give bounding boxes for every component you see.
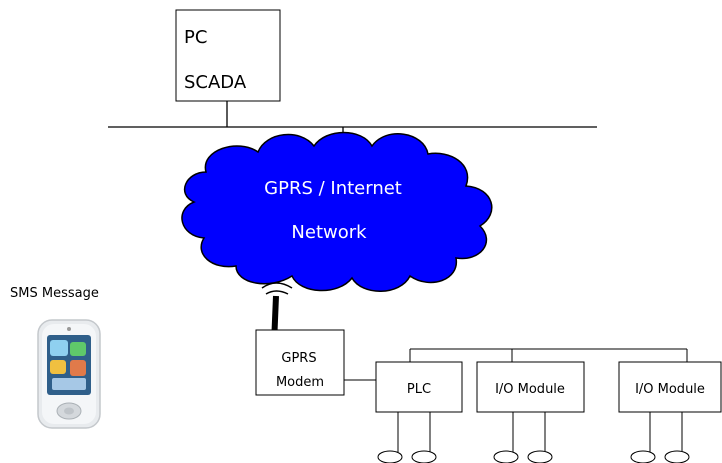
modem-label-line2: Modem <box>276 375 324 390</box>
plc-node: PLC <box>375 361 463 413</box>
plc-label: PLC <box>407 382 431 397</box>
io-module-2-node: I/O Module <box>618 361 722 413</box>
scada-pc-node: PC SCADA <box>175 9 281 102</box>
plc-sensors <box>377 412 437 463</box>
signal-wave-icon <box>261 282 293 289</box>
mobile-phone-icon <box>37 319 101 429</box>
cloud-label-line1: GPRS / Internet <box>264 178 402 199</box>
gprs-modem-node: GPRS Modem <box>255 329 345 396</box>
sensor-icon <box>664 450 690 463</box>
device-bus <box>409 348 688 362</box>
sensor-icon <box>377 450 403 463</box>
scada-pc-label: PC <box>184 27 207 48</box>
io-module-2-label: I/O Module <box>635 382 705 397</box>
sensor-icon <box>527 450 553 463</box>
gprs-internet-cloud: GPRS / Internet Network <box>181 131 493 292</box>
scada-label: SCADA <box>184 72 247 93</box>
io-module-1-sensors <box>493 412 553 463</box>
modem-label-line1: GPRS <box>281 351 316 366</box>
io-module-1-label: I/O Module <box>495 382 565 397</box>
io-module-2-sensors <box>630 412 690 463</box>
sensor-icon <box>630 450 656 463</box>
cloud-label-line2: Network <box>291 222 367 243</box>
sensor-icon <box>493 450 519 463</box>
sensor-icon <box>411 450 437 463</box>
sms-message-label: SMS Message <box>10 286 99 301</box>
io-module-1-node: I/O Module <box>476 361 585 413</box>
